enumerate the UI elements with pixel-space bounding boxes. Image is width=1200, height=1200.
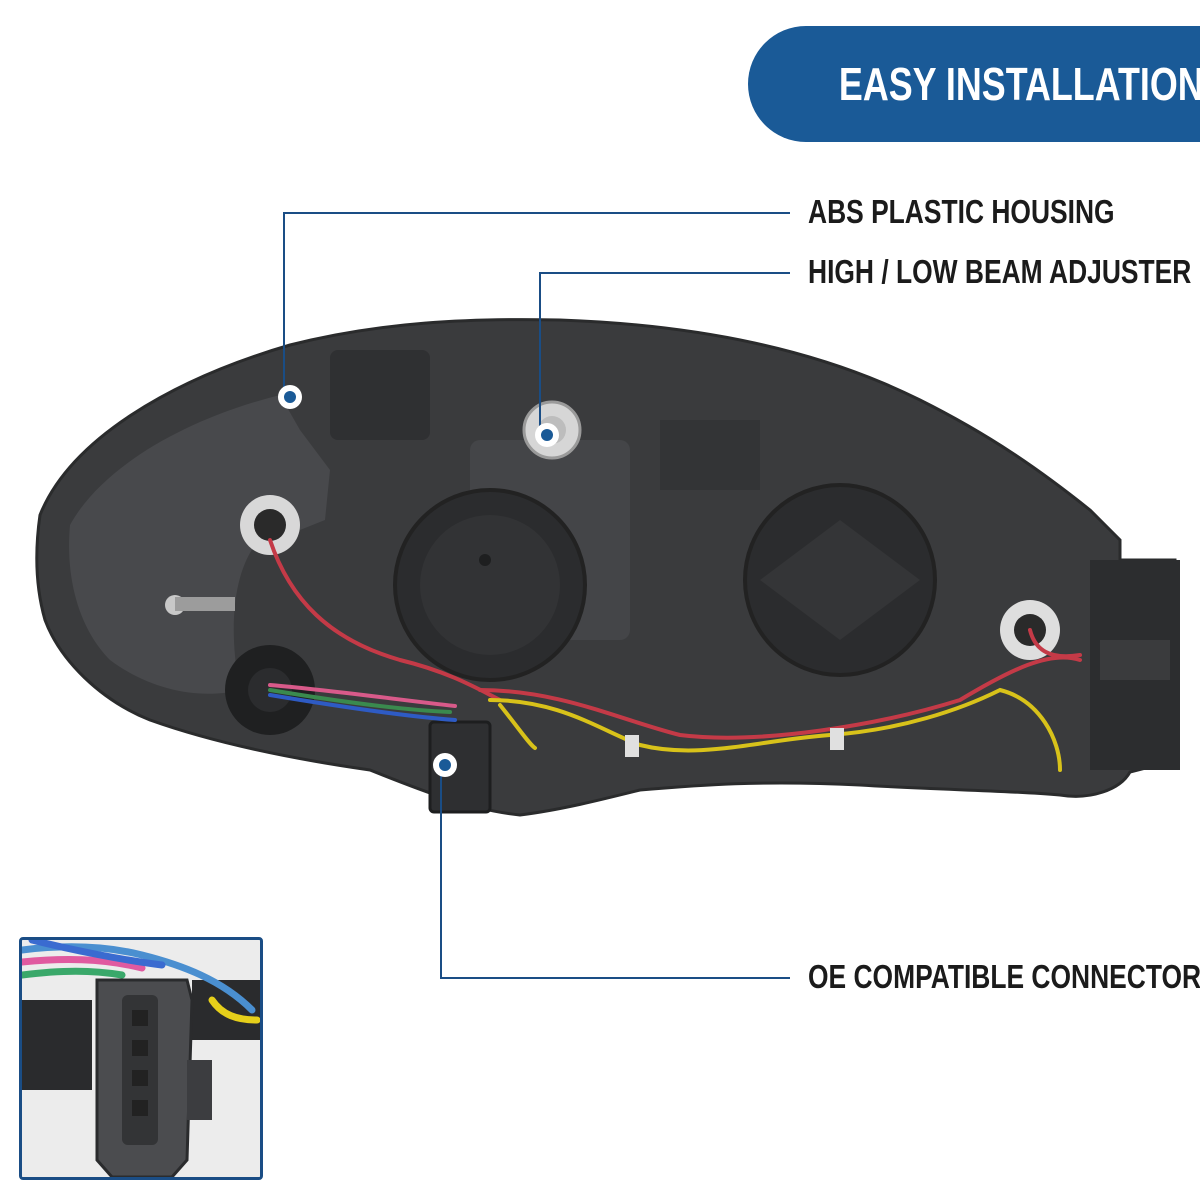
oe-connector-plug — [428, 720, 492, 814]
easy-installation-banner: EASY INSTALLATION — [748, 26, 1200, 142]
callout-housing-label: ABS PLASTIC HOUSING — [808, 193, 1115, 230]
banner-title: EASY INSTALLATION — [839, 58, 1200, 110]
callout-lines — [283, 212, 790, 979]
callout-dots — [278, 385, 559, 777]
callout-connector-label: OE COMPATIBLE CONNECTOR — [808, 958, 1200, 995]
callout-adjuster-label: HIGH / LOW BEAM ADJUSTER — [808, 253, 1192, 290]
mount-tab — [330, 350, 430, 440]
connector-closeup-image — [22, 940, 260, 1177]
connector-closeup-inset — [19, 937, 263, 1180]
wiring-harness — [268, 538, 1082, 772]
housing-recess — [69, 395, 331, 694]
